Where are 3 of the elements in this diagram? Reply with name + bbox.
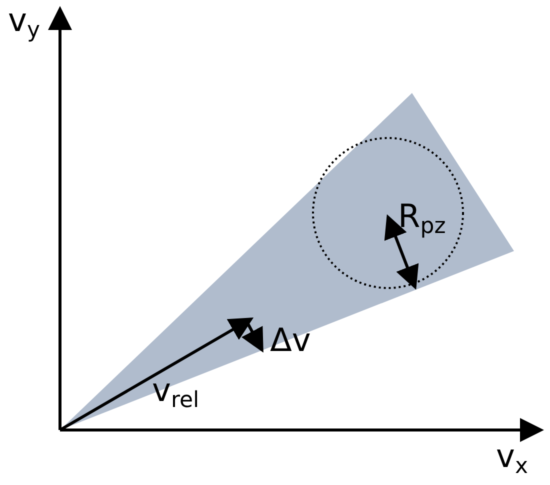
vector-label: v$_{rel}$ [152, 372, 200, 408]
delta-label: Δv [270, 322, 311, 358]
axis-label: v$_{x}$ [496, 438, 528, 474]
